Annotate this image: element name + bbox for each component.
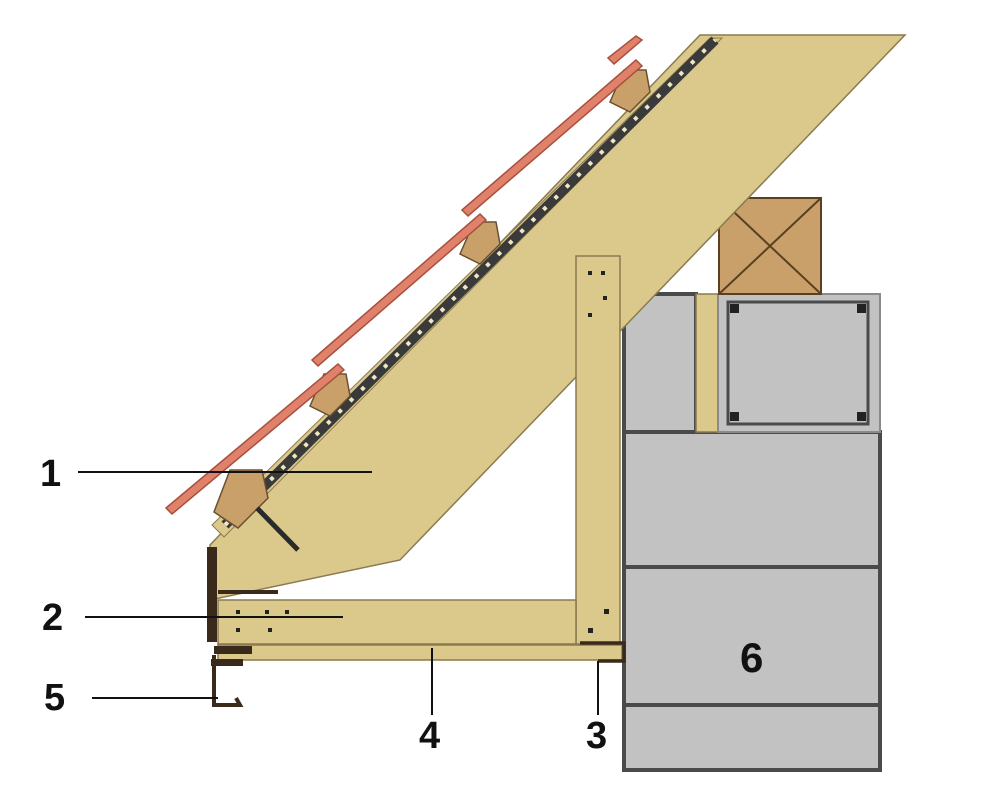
wall-block-row-4 — [622, 703, 882, 772]
ceiling-board — [217, 644, 623, 661]
rebar-top-right — [857, 304, 866, 313]
rafter-strut — [255, 506, 300, 552]
bond-beam-core — [726, 300, 870, 426]
fascia-and-gutter-hook — [207, 547, 278, 707]
masonry-wall — [622, 292, 882, 772]
rebar-bottom-right — [857, 412, 866, 421]
label-wall: 6 — [740, 634, 763, 681]
label-rafter: 1 — [40, 453, 61, 495]
roof-tiles — [164, 35, 644, 516]
label-gutter-hook: 5 — [44, 677, 65, 719]
wall-block-row-3 — [622, 565, 882, 707]
rebar-bottom-left — [730, 412, 739, 421]
wall-block-row-2 — [622, 430, 882, 569]
rebar-top-left — [730, 304, 739, 313]
vertical-post — [575, 255, 621, 645]
leader-lines — [78, 471, 599, 715]
wall-wood-strip — [695, 293, 719, 433]
wall-plate — [718, 197, 822, 295]
support-bracket — [580, 641, 626, 663]
label-tie-beam: 2 — [42, 597, 63, 639]
label-ceiling-board: 4 — [419, 715, 440, 757]
tie-beam — [217, 599, 577, 645]
label-support-bracket: 3 — [586, 715, 607, 757]
